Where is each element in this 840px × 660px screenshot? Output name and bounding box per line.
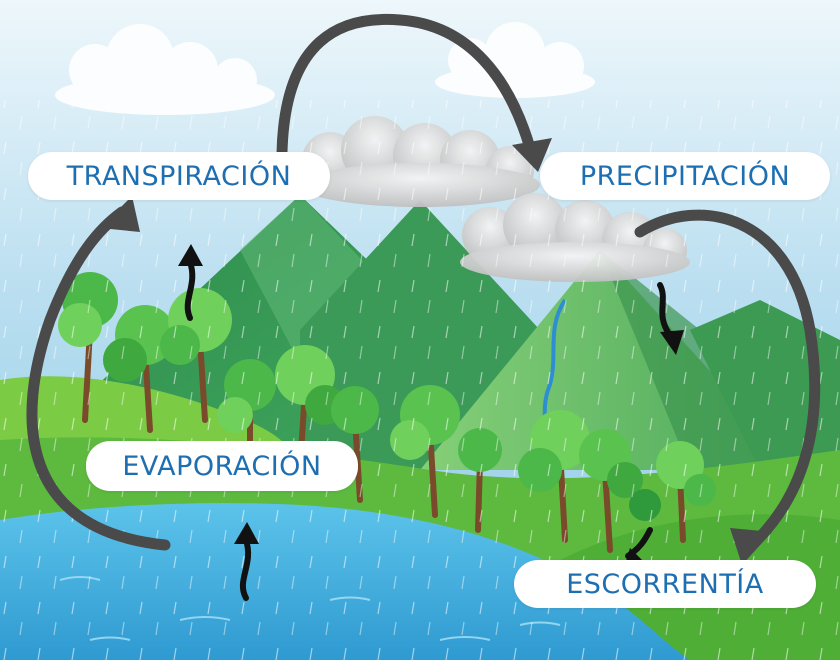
arrowhead-runoff <box>730 528 772 565</box>
evaporation-small-arrow <box>239 537 252 601</box>
runoff-label: ESCORRENTÍA <box>514 560 816 608</box>
precipitation-label: PRECIPITACIÓN <box>540 152 830 200</box>
arrowheads <box>100 138 772 565</box>
transpiration-label: TRANSPIRACIÓN <box>28 152 330 200</box>
transpiration-small-arrow <box>184 259 196 321</box>
small-arrowheads <box>178 244 684 568</box>
arrowhead-down <box>512 138 552 172</box>
cycle-arrows <box>26 13 821 551</box>
evaporation-to-transpiration-arrow <box>26 206 171 551</box>
evaporation-label: EVAPORACIÓN <box>86 441 358 491</box>
arrowhead-up <box>100 196 140 232</box>
transpiration-to-precipitation-arrow <box>276 13 536 158</box>
precipitation-to-runoff-arrow <box>634 209 821 551</box>
precipitation-small-arrow <box>657 282 673 338</box>
